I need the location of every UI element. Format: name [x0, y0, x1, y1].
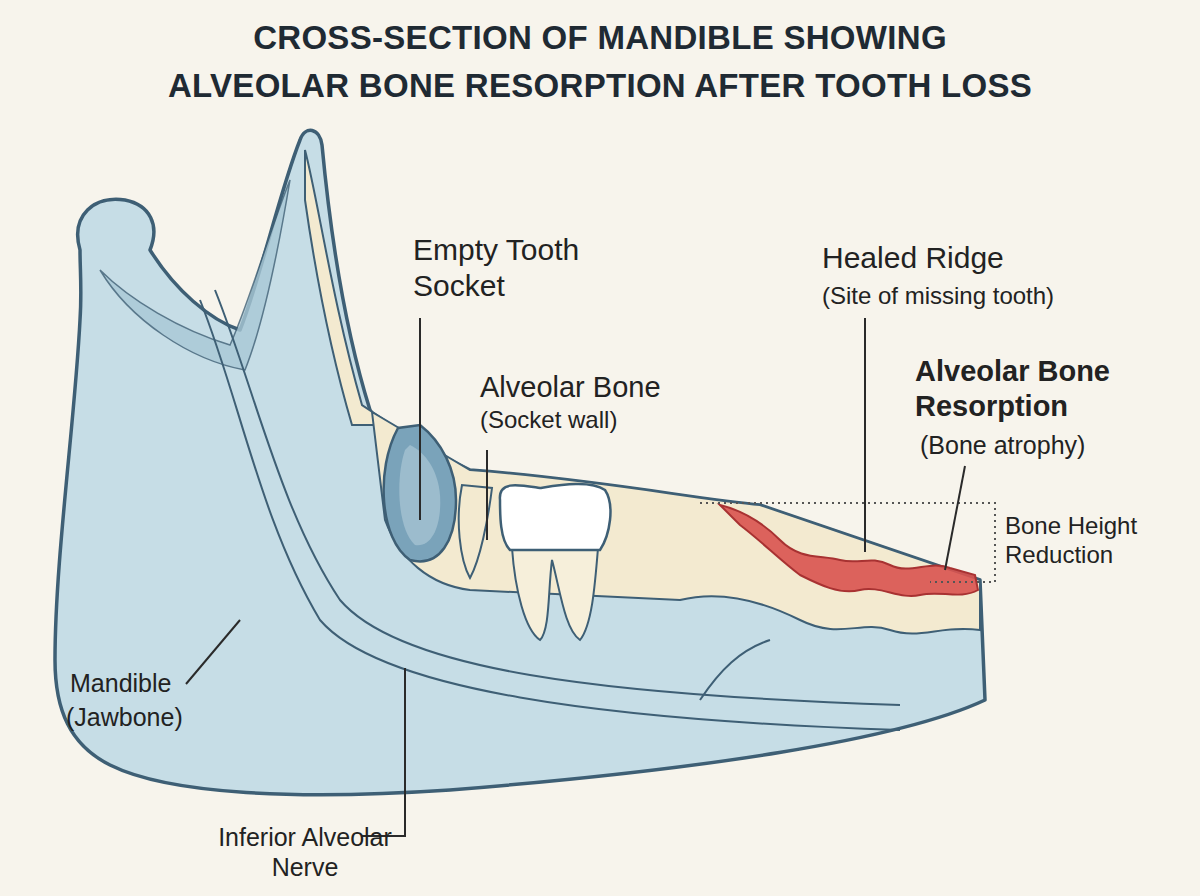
resorption-area: [720, 505, 978, 596]
part-label: Alveolar Bone Resorption: [915, 354, 1145, 424]
leader-line: [362, 668, 405, 836]
tooth-crown: [500, 484, 611, 550]
part-label: (Socket wall): [480, 406, 617, 435]
part-label: Mandible: [70, 668, 171, 698]
part-label: (Bone atrophy): [920, 430, 1085, 460]
alveolar-bone-band: [372, 412, 980, 634]
part-label: Empty Tooth Socket: [413, 232, 613, 304]
leader-line: [486, 450, 488, 540]
nerve-branch: [700, 640, 770, 700]
nerve-canal: [200, 300, 900, 730]
leader-lines: [186, 318, 965, 836]
part-label: Healed Ridge: [822, 240, 1004, 276]
leader-line: [945, 466, 965, 570]
part-label: Alveolar Bone: [480, 370, 661, 405]
nerve-canal: [215, 290, 900, 705]
tooth-roots: [512, 548, 598, 640]
leader-line: [186, 620, 240, 684]
part-label: Inferior Alveolar Nerve: [195, 822, 415, 882]
part-label: (Jawbone): [66, 702, 183, 732]
diagram-title: CROSS-SECTION OF MANDIBLE SHOWING ALVEOL…: [50, 14, 1150, 110]
mandible-bone: [55, 130, 985, 794]
leader-line: [419, 318, 421, 520]
leader-line: [864, 318, 866, 552]
part-label: (Site of missing tooth): [822, 282, 1054, 311]
part-label: Bone Height Reduction: [1005, 512, 1170, 570]
ramus-cortical-strip: [305, 150, 392, 425]
ramus-inner-band: [100, 180, 290, 370]
